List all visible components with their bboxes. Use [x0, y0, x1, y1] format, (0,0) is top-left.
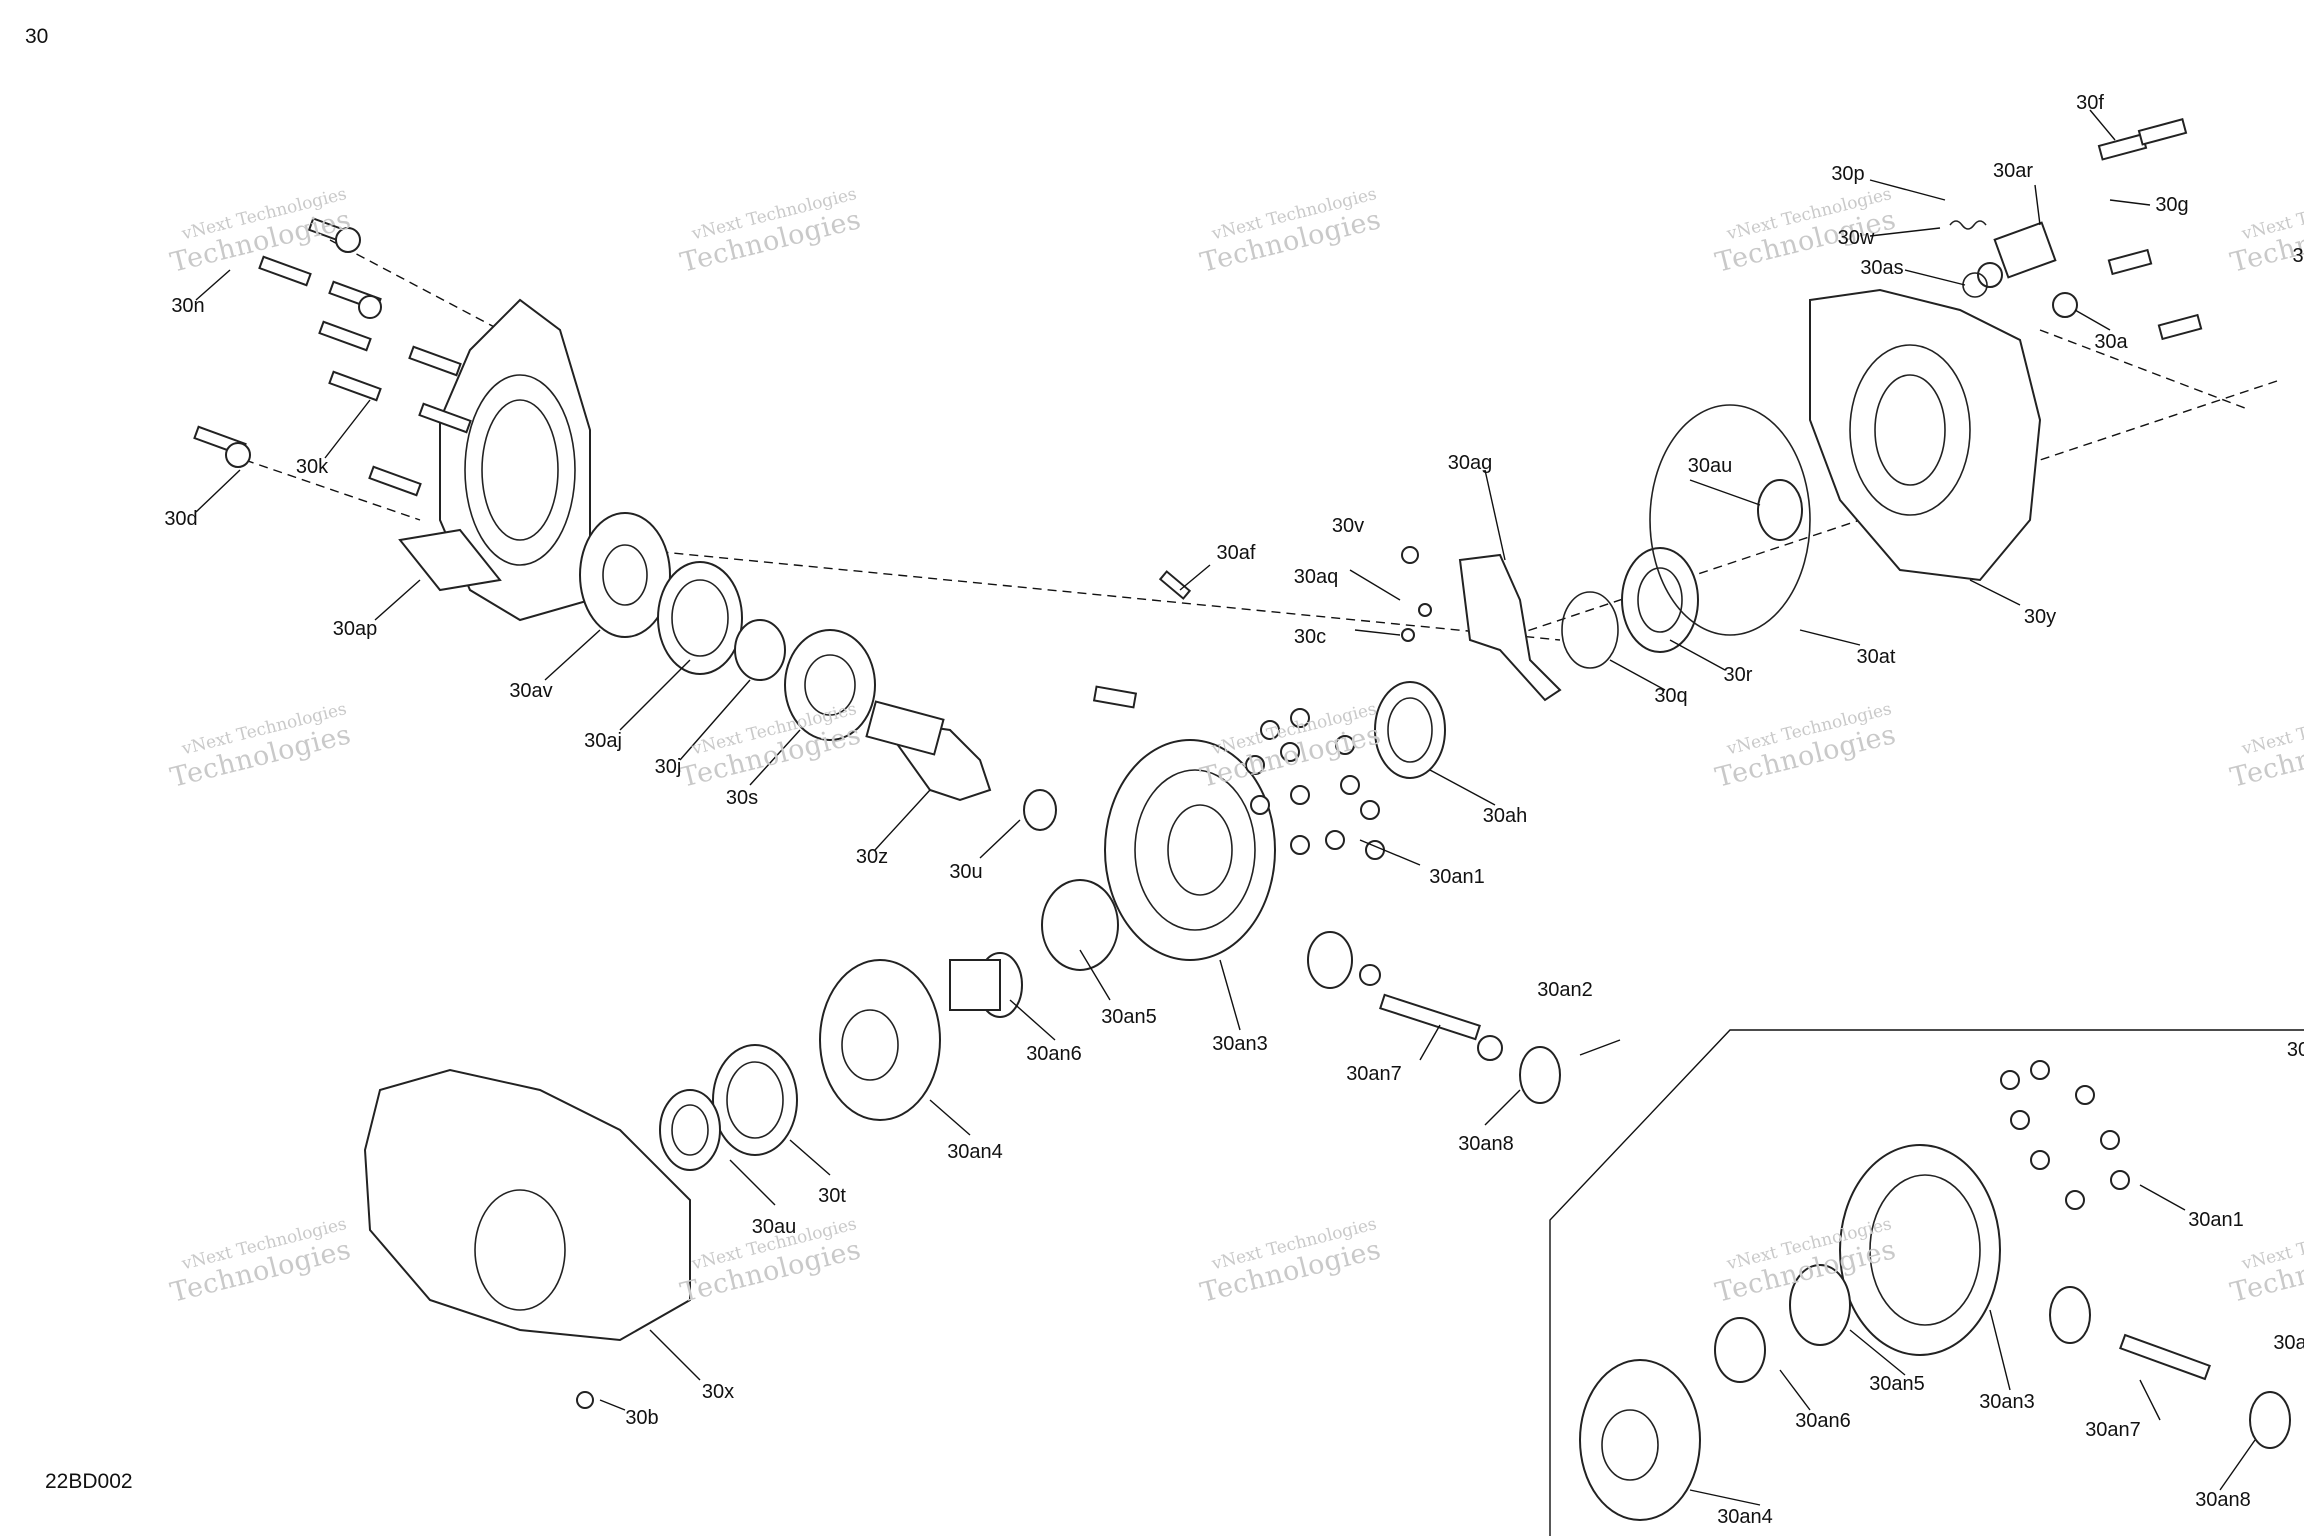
callout-30an8: 30an8	[1458, 1133, 1514, 1155]
callout-30r: 30r	[1723, 664, 1753, 686]
inset-callout-30an8: 30an8	[2195, 1489, 2251, 1511]
callout-30ar: 30ar	[1992, 160, 2034, 182]
callout-30ah: 30ah	[1482, 805, 1528, 827]
callout-30au-top: 30au	[1687, 455, 1733, 477]
pinion-gear	[865, 700, 1057, 831]
ring-gear	[1104, 739, 1276, 961]
callout-30j: 30j	[654, 756, 682, 778]
callout-30p: 30p	[1831, 163, 1865, 185]
callout-30a: 30a	[2094, 331, 2128, 353]
callout-30as: 30as	[1860, 257, 1904, 279]
callout-30y: 30y	[2023, 606, 2057, 628]
callout-30av: 30av	[509, 680, 553, 702]
shim-plate	[1092, 685, 1138, 709]
right-housing	[1809, 288, 2042, 582]
left-seals-bearings	[579, 512, 876, 741]
callout-30v: 30v	[1331, 515, 1365, 537]
washer-30aq	[1418, 603, 1432, 617]
lower-left-seals	[659, 1044, 798, 1171]
spring-30v	[1401, 546, 1419, 564]
oring-30q	[1561, 591, 1619, 669]
upper-left-housing	[398, 298, 591, 622]
callout-30aq: 30aq	[1293, 566, 1339, 588]
inset-frame	[1549, 1029, 2304, 1536]
callout-30aj: 30aj	[584, 730, 622, 752]
gear-ring-30ah	[1374, 681, 1446, 779]
callout-30an1: 30an1	[1429, 866, 1485, 888]
inset-callout-30an4: 30an4	[1717, 1506, 1773, 1528]
callout-30au-bottom: 30au	[751, 1216, 797, 1238]
callout-30w: 30w	[1837, 227, 1875, 249]
inset-callout-30an6: 30an6	[1795, 1410, 1851, 1432]
bolt-axis-2	[244, 459, 421, 521]
page-number: 30	[25, 25, 49, 48]
inset-callout-30an7: 30an7	[2085, 1419, 2141, 1441]
ring-gear-bolts	[1245, 708, 1385, 860]
callout-30an7: 30an7	[1346, 1063, 1402, 1085]
callout-30c: 30c	[1293, 626, 1327, 648]
inset-callout-30an3: 30an3	[1979, 1391, 2035, 1413]
inset-callout-30an5: 30an5	[1869, 1373, 1925, 1395]
lower-housing	[363, 1068, 691, 1409]
callout-30d: 30d	[164, 508, 198, 530]
callout-30t: 30t	[818, 1185, 846, 1207]
bolts-top-left	[193, 217, 472, 497]
edge-callout-3: 3	[2292, 245, 2304, 267]
callout-30an4: 30an4	[947, 1141, 1003, 1163]
callout-30ap: 30ap	[332, 618, 378, 640]
callout-30ag: 30ag	[1447, 452, 1493, 474]
callout-30an3: 30an3	[1212, 1033, 1268, 1055]
bolt-axis-3	[2039, 329, 2251, 411]
bearing-30au-top	[1757, 479, 1803, 541]
gasket-30at	[1649, 404, 1811, 636]
callout-30b: 30b	[625, 1407, 659, 1429]
bolt-axis-1	[329, 239, 501, 331]
screw-30c	[1401, 628, 1415, 642]
callout-30u: 30u	[949, 861, 983, 883]
actuator	[1949, 118, 2203, 341]
callout-30x: 30x	[701, 1381, 735, 1403]
callout-30g: 30g	[2155, 194, 2189, 216]
drawing-code: 22BD002	[45, 1470, 133, 1493]
callout-30an2: 30an2	[1537, 979, 1593, 1001]
callout-30an6: 30an6	[1026, 1043, 1082, 1065]
callout-30z: 30z	[855, 846, 889, 868]
center-axis-line	[539, 539, 1561, 641]
callout-30af: 30af	[1216, 542, 1256, 564]
callout-30f: 30f	[2076, 92, 2104, 114]
leader-lines	[195, 109, 2256, 1506]
inset-callout-30an1: 30an1	[2188, 1209, 2244, 1231]
callout-30n: 30n	[171, 295, 205, 317]
seal-30r	[1621, 547, 1699, 653]
shift-fork	[1458, 553, 1562, 702]
edge-callout-30: 30	[2286, 1039, 2304, 1061]
callout-30at: 30at	[1856, 646, 1896, 668]
edge-callout-30a: 30a	[2273, 1332, 2304, 1354]
callout-30q: 30q	[1654, 685, 1688, 707]
pin-30af	[1158, 570, 1192, 600]
callout-30an5: 30an5	[1101, 1006, 1157, 1028]
callout-30k: 30k	[295, 456, 329, 478]
callout-30s: 30s	[725, 787, 759, 809]
